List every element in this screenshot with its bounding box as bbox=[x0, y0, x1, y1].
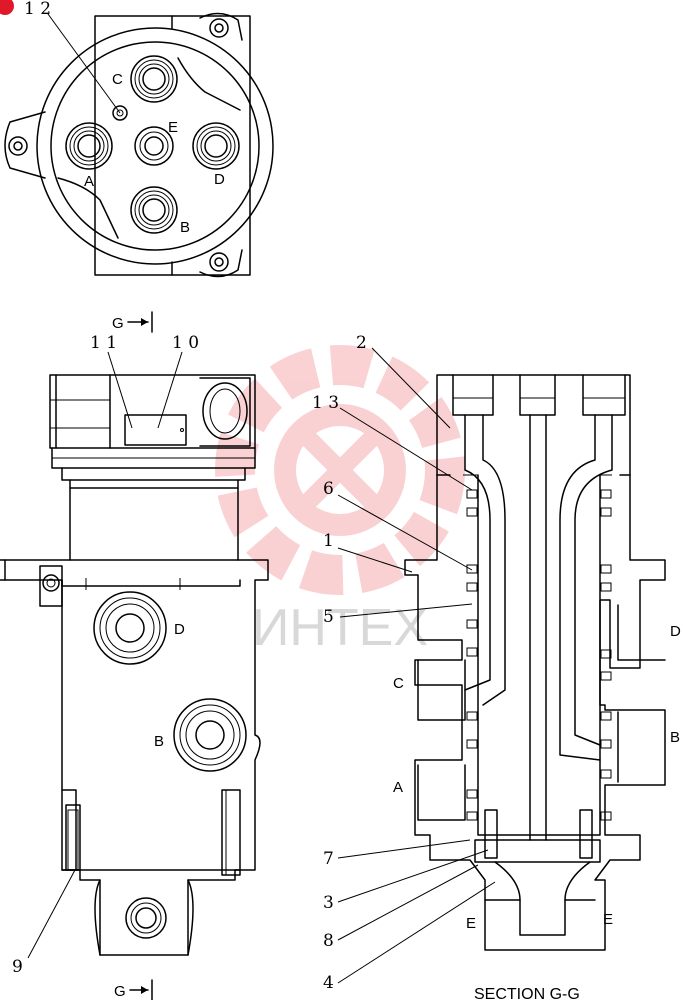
port-A bbox=[65, 122, 113, 170]
callout-2: 2 bbox=[356, 333, 367, 353]
side-view bbox=[0, 351, 269, 959]
callout-6: 6 bbox=[323, 479, 334, 499]
label-top-D: D bbox=[214, 171, 225, 188]
label-sec-C: C bbox=[393, 675, 404, 692]
callout-7: 7 bbox=[323, 849, 334, 869]
callout-3: 3 bbox=[323, 893, 334, 913]
top-view bbox=[4, 12, 274, 278]
callout-8: 8 bbox=[323, 931, 334, 951]
label-sec-A: A bbox=[393, 779, 403, 796]
port-B bbox=[130, 186, 178, 234]
side-port-D bbox=[93, 591, 167, 665]
watermark-logo bbox=[215, 345, 465, 595]
section-view bbox=[337, 347, 666, 984]
callout-12: 1 2 bbox=[24, 0, 51, 19]
section-title: SECTION G-G bbox=[474, 986, 580, 1000]
callout-13: 1 3 bbox=[312, 393, 339, 413]
callout-1: 1 bbox=[323, 531, 334, 551]
callout-10: 1 0 bbox=[172, 333, 199, 353]
watermark-text: ИНТЕХ bbox=[252, 599, 428, 657]
port-D bbox=[192, 122, 240, 170]
label-top-B: B bbox=[180, 219, 190, 236]
label-top-C: C bbox=[112, 71, 123, 88]
side-port-B bbox=[173, 698, 247, 772]
label-sec-E-right: E bbox=[603, 911, 613, 928]
callout-9: 9 bbox=[12, 957, 23, 977]
port-C bbox=[130, 55, 178, 103]
section-arrow-top bbox=[127, 311, 153, 333]
label-sec-D: D bbox=[670, 623, 681, 640]
label-side-D: D bbox=[174, 621, 185, 638]
label-sec-E-left: E bbox=[466, 915, 476, 932]
label-top-A: A bbox=[84, 173, 94, 190]
label-side-B: B bbox=[154, 733, 164, 750]
callout-11: 1 1 bbox=[90, 333, 117, 353]
label-top-E: E bbox=[168, 119, 178, 136]
callout-5: 5 bbox=[323, 607, 334, 627]
section-arrow-bottom bbox=[129, 979, 153, 1000]
section-arrow-bottom-label: G bbox=[114, 983, 126, 1000]
port-E bbox=[134, 126, 174, 166]
section-arrow-top-label: G bbox=[112, 315, 124, 332]
label-sec-B: B bbox=[670, 729, 680, 746]
callout-badge-icon bbox=[0, 0, 14, 15]
callout-4: 4 bbox=[323, 973, 334, 993]
